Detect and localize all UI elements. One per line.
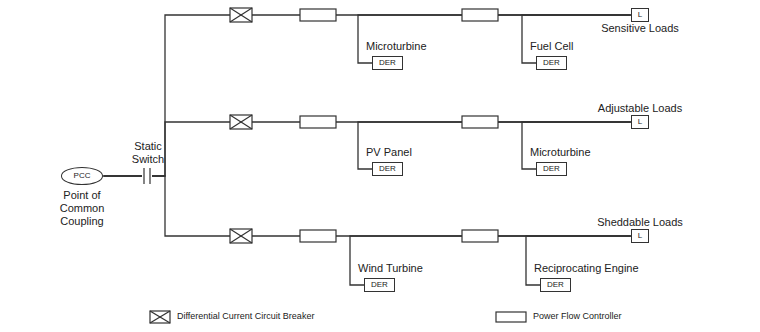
box-label: L [631,115,649,129]
node-heading: Reciprocating Engine [534,262,639,275]
node-heading: Microturbine [366,40,427,53]
node-heading: Wind Turbine [358,262,423,275]
node-heading: Sensitive Loads [601,22,679,35]
power-flow-controller [300,230,336,242]
box-label: DER [372,162,403,176]
power-flow-controller [462,9,498,21]
switch-gap [142,168,152,184]
node-heading: PV Panel [366,146,412,159]
der-box: Wind TurbineDER [358,262,423,292]
circuit-breaker-symbol [230,8,252,22]
switch-label: Static Switch [126,140,170,166]
node-heading: Sheddable Loads [597,216,683,229]
node-heading: Point of Common Coupling [51,189,113,228]
box-label: DER [372,56,403,70]
box-label: PCC [61,167,104,185]
load-box: Adjustable LoadsL [598,102,682,129]
power-flow-controller [462,116,498,128]
static-switch-symbol [143,168,144,184]
power-flow-controller [300,9,336,21]
node-heading: Microturbine [530,146,591,159]
der-box: Fuel CellDER [530,40,573,70]
pcc-ellipse: PCC Point of Common Coupling [51,167,113,228]
box-label: DER [536,56,567,70]
load-box: Sheddable LoadsL [597,216,683,243]
der-box: Reciprocating EngineDER [534,262,639,292]
static-switch-symbol [149,168,150,184]
der-box: MicroturbineDER [366,40,427,70]
power-flow-controller [462,230,498,242]
box-label: L [631,8,649,22]
box-label: L [631,229,649,243]
legend-controller-symbol [496,312,526,322]
load-box: Sensitive LoadsL [601,8,679,35]
circuit-breaker-symbol [230,229,252,243]
power-flow-controller [300,116,336,128]
power-line [103,122,630,176]
der-box: PV PanelDER [366,146,412,176]
box-label: DER [536,162,567,176]
node-heading: Fuel Cell [530,40,573,53]
power-line [103,15,630,176]
box-label: DER [364,278,395,292]
der-box: MicroturbineDER [530,146,591,176]
connectors [103,15,630,285]
power-line [103,176,630,236]
node-heading: Adjustable Loads [598,102,682,115]
legend-breaker-symbol [150,311,170,323]
box-label: DER [540,278,571,292]
legend-text: Differential Current Circuit Breaker [177,311,314,321]
circuit-breaker-symbol [230,115,252,129]
legend-text: Power Flow Controller [533,311,622,321]
